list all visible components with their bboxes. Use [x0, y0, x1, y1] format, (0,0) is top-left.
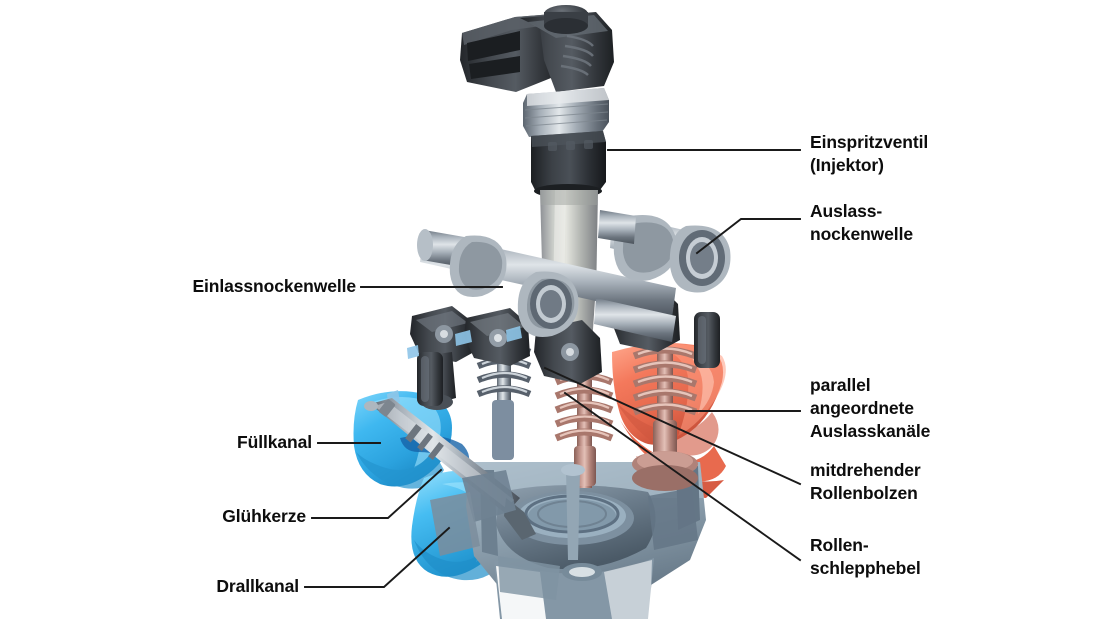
intake-camshaft [417, 229, 676, 342]
label-rollenschlepphebel: Rollen- schlepphebel [810, 535, 921, 578]
label-rollenbolzen: mitdrehender Rollenbolzen [810, 460, 921, 503]
label-auslassnockenwelle: Auslass- nockenwelle [810, 201, 913, 244]
label-gluehkerze: Glühkerze [222, 506, 306, 526]
label-einlassnockenwelle: Einlassnockenwelle [192, 276, 356, 296]
label-auslasskanaele: parallel angeordnete Auslasskanäle [810, 375, 931, 441]
label-einspritzventil: Einspritzventil (Injektor) [810, 132, 929, 175]
label-drallkanal: Drallkanal [216, 576, 299, 596]
label-fuellkanal: Füllkanal [237, 432, 312, 452]
